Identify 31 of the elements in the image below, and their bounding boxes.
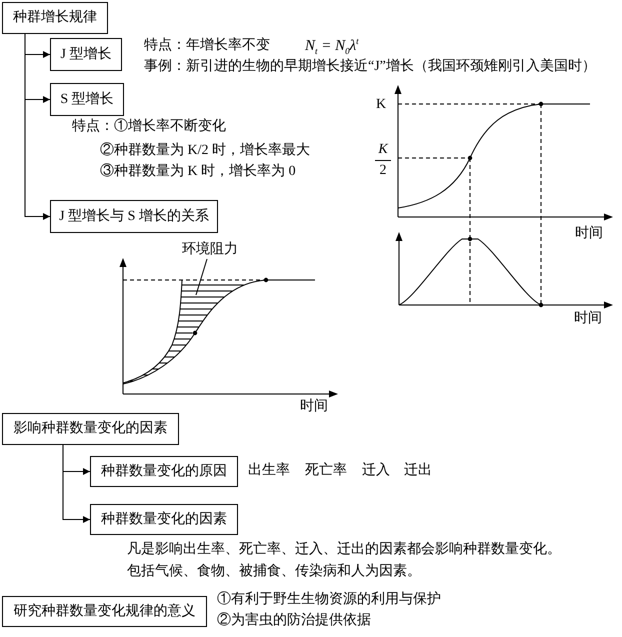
axis-title: 时间 — [574, 311, 602, 327]
topic-box: J 型增长 — [50, 38, 122, 71]
topic-box: 影响种群数量变化的因素 — [2, 413, 179, 445]
note-text: ②种群数量为 K/2 时，增长率最大 — [100, 142, 310, 160]
topic-box: S 型增长 — [50, 83, 124, 116]
axis-title: 时间 — [575, 226, 603, 242]
note-text: 特点：①增长率不断变化 — [72, 118, 226, 136]
note-text: 包括气候、食物、被捕食、传染病和人为因素。 — [127, 563, 421, 581]
topic-box: 种群增长规律 — [2, 2, 108, 34]
axis-label: 2 — [380, 163, 386, 179]
topic-box: 种群数量变化的原因 — [90, 456, 238, 487]
axis-label: K — [378, 142, 388, 158]
note-text: ①有利于野生生物资源的利用与保护 — [217, 591, 441, 609]
note-text: 出生率 — [248, 462, 290, 480]
topic-box: 种群数量变化的因素 — [90, 504, 238, 535]
callout-label: 环境阻力 — [182, 241, 238, 259]
note-text: 事例：新引进的生物的早期增长接近“J”增长（我国环颈雉刚引入美国时） — [144, 58, 596, 76]
arrow — [24, 34, 50, 58]
note-text: 凡是影响出生率、死亡率、迁入、迁出的因素都会影响种群数量变化。 — [127, 541, 561, 559]
note-text: 死亡率 — [305, 462, 347, 480]
topic-box: 研究种群数量变化规律的意义 — [2, 596, 207, 627]
formula: N$_{t}$ = N$_{0}$λ$^{t}$ — [305, 37, 359, 55]
note-text: 迁入 — [362, 462, 390, 480]
topic-box: J 型增长与 S 增长的关系 — [50, 200, 218, 233]
arrow — [62, 444, 90, 475]
note-text: ②为害虫的防治提供依据 — [217, 612, 371, 630]
note-text: 特点：年增长率不变 — [144, 37, 270, 55]
note-text: ③种群数量为 K 时，增长率为 0 — [100, 163, 296, 181]
axis-label: K — [376, 97, 386, 113]
axis-title: 时间 — [300, 399, 328, 415]
note-text: 迁出 — [404, 462, 432, 480]
